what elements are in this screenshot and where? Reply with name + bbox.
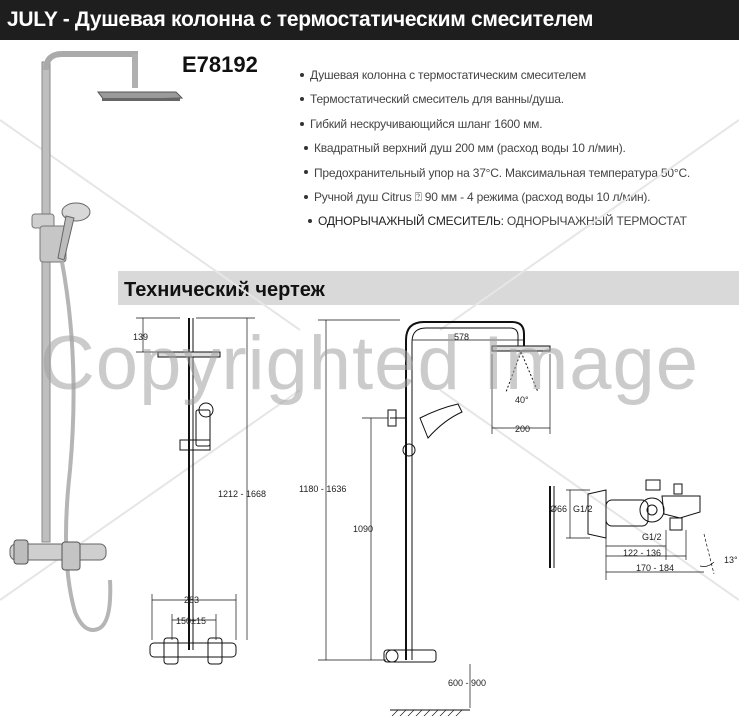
dim-1180-1636: 1180 - 1636: [299, 484, 346, 494]
section-bar: [118, 271, 739, 305]
feature-list: Душевая колонна с термостатическим смеси…: [300, 66, 730, 237]
bullet-icon: [304, 146, 308, 150]
feature-item: Квадратный верхний душ 200 мм (расход во…: [300, 139, 730, 163]
product-photo: [9, 51, 184, 632]
dim-40-deg: 40°: [515, 395, 529, 405]
bullet-icon: [308, 219, 312, 224]
feature-item: Душевая колонна с термостатическим смеси…: [300, 66, 730, 90]
feature-item: Предохранительный упор на 37°C. Максимал…: [300, 164, 730, 188]
feature-item: ОДНОРЫЧАЖНЫЙ СМЕСИТЕЛЬ: ОДНОРЫЧАЖНЫЙ ТЕР…: [300, 212, 730, 236]
bullet-icon: [300, 121, 304, 126]
feature-item: Ручной душ Citrus ⍰ 90 мм - 4 режима (ра…: [300, 188, 730, 212]
section-title: Технический чертеж: [124, 279, 325, 301]
dim-66: Ø66: [550, 504, 567, 514]
dim-200: 200: [515, 424, 530, 434]
dim-578: 578: [454, 332, 469, 342]
dim-g12-a: G1/2: [573, 504, 593, 514]
feature-key: ОДНОРЫЧАЖНЫЙ СМЕСИТЕЛЬ:: [318, 214, 504, 229]
model-number: E78192: [182, 52, 258, 77]
side-view-drawing: [318, 319, 551, 717]
bullet-icon: [300, 97, 304, 102]
dim-170-184: 170 - 184: [636, 563, 674, 573]
dim-600-900: 600 - 900: [448, 678, 486, 688]
dim-1090: 1090: [353, 524, 373, 534]
dim-1212-1668: 1212 - 1668: [218, 489, 266, 499]
dim-150: 150±15: [176, 616, 206, 626]
bullet-icon: [304, 194, 308, 199]
dim-283: 283: [184, 595, 199, 605]
feature-value: ОДНОРЫЧАЖНЫЙ ТЕРМОСТАТ: [503, 214, 687, 229]
dim-g12-b: G1/2: [642, 532, 662, 542]
feature-item: Гибкий нескручивающийся шланг 1600 мм.: [300, 115, 730, 139]
title-bar: [0, 0, 739, 40]
bullet-icon: [304, 170, 308, 175]
page-title: JULY - Душевая колонна с термостатически…: [7, 8, 594, 31]
bullet-icon: [300, 72, 304, 77]
mixer-detail-drawing: [549, 479, 715, 580]
dim-139: 139: [133, 332, 148, 342]
feature-item: Термостатический смеситель для ванны/душ…: [300, 90, 730, 114]
dim-13-deg: 13°: [724, 555, 738, 565]
front-view-drawing: [136, 317, 255, 665]
dim-122-136: 122 - 136: [623, 548, 661, 558]
